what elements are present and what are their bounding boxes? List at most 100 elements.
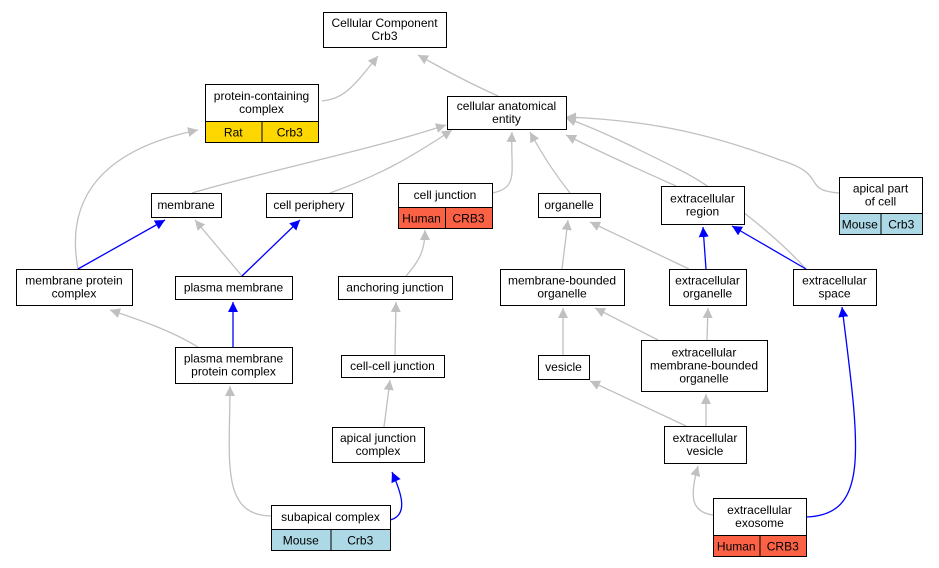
edge-membrane-protein-complex-to-protein-complex: [74, 127, 199, 270]
node-cell-periphery[interactable]: cell periphery: [266, 193, 353, 218]
node-label-line: membrane-bounded: [508, 274, 616, 288]
node-label-line: cell junction: [414, 188, 477, 202]
node-organelle[interactable]: organelle: [538, 193, 601, 218]
node-box: [175, 276, 293, 300]
node-label-line: apical part: [853, 182, 909, 196]
node-membrane[interactable]: membrane: [151, 193, 222, 218]
node-label-line: plasma membrane: [184, 352, 284, 366]
gene-label: CRB3: [767, 540, 799, 554]
node-label-line: complex: [52, 287, 97, 301]
nodes-layer: Cellular ComponentCrb3protein-containing…: [16, 12, 923, 557]
node-label-line: of cell: [865, 195, 896, 209]
node-label-line: space: [818, 287, 850, 301]
species-label: Human: [402, 212, 441, 226]
edge-extracellular-exosome-to-extracellular-vesicle: [690, 465, 714, 516]
gene-label: Crb3: [888, 218, 914, 232]
gene-label: Crb3: [347, 534, 373, 548]
node-label-line: apical junction: [340, 431, 416, 445]
node-label-line: extracellular: [675, 274, 740, 288]
node-box: [175, 347, 293, 384]
node-cell-cell-junction[interactable]: cell-cell junction: [341, 355, 445, 378]
node-box: [16, 269, 133, 306]
node-label-line: organelle: [679, 372, 729, 386]
node-plasma-membrane[interactable]: plasma membrane: [175, 276, 293, 300]
node-box: [266, 193, 353, 218]
gene-cell: [880, 213, 923, 235]
gene-cell: [261, 121, 319, 143]
edge-apical-part-to-cae: [565, 112, 840, 194]
edge-membrane-protein-complex-to-membrane: [77, 219, 166, 270]
node-label-line: vesicle: [687, 444, 724, 458]
species-label: Rat: [224, 126, 243, 140]
node-box: [641, 340, 768, 392]
edge-organelle-to-cae: [529, 131, 571, 194]
node-label-line: entity: [492, 112, 521, 126]
edge-membrane-to-cae: [191, 123, 447, 194]
node-box: [538, 193, 601, 218]
edge-extracellular-space-to-extracellular-region: [731, 225, 807, 270]
node-label-line: organelle: [537, 287, 587, 301]
species-label: Human: [717, 540, 756, 554]
node-label-line: organelle: [544, 198, 594, 212]
gene-label: Crb3: [277, 126, 303, 140]
node-label-line: membrane: [157, 198, 215, 212]
edge-extracellular-organelle-to-organelle: [589, 221, 690, 270]
edge-membrane-bounded-organelle-to-organelle: [561, 219, 572, 270]
edge-plasma-membrane-to-membrane: [194, 219, 243, 277]
node-label-line: complex: [356, 444, 401, 458]
node-label-line: cell periphery: [273, 198, 344, 212]
node-label-line: extracellular: [673, 431, 738, 445]
node-anchoring-junction[interactable]: anchoring junction: [338, 276, 453, 300]
node-label-line: cell-cell junction: [350, 359, 435, 373]
edge-extracellular-space-to-cae: [565, 116, 807, 270]
gene-cell: [330, 529, 391, 551]
edge-cell-junction-to-cae: [491, 131, 517, 194]
node-box: [341, 355, 445, 378]
node-box: [447, 96, 567, 130]
node-box: [332, 427, 425, 463]
edge-apical-junction-complex-to-cell-cell-junction: [383, 379, 394, 428]
node-box: [151, 193, 222, 218]
gene-label: CRB3: [452, 212, 484, 226]
node-label-line: membrane protein: [25, 274, 122, 288]
node-box: [793, 269, 877, 306]
edge-cae-to-root: [417, 54, 499, 97]
gene-cell: [759, 535, 807, 557]
node-box: [538, 355, 590, 380]
edge-pm-protein-complex-to-membrane-protein-complex: [109, 308, 199, 348]
edge-extracellular-region-to-cae: [565, 134, 677, 187]
node-label-line: extracellular: [802, 274, 867, 288]
node-label-line: protein-containing: [214, 89, 309, 103]
edge-plasma-membrane-to-cell-periphery: [241, 219, 301, 277]
edge-cell-cell-junction-to-anchoring-junction: [390, 301, 401, 356]
node-box: [664, 426, 747, 464]
node-box: [661, 186, 745, 225]
node-box: [500, 269, 625, 306]
node-label-line: organelle: [683, 287, 733, 301]
edge-extracellular-exosome-to-extracellular-space: [805, 306, 857, 518]
edge-anchoring-junction-to-cell-junction: [405, 229, 430, 277]
node-label-line: Crb3: [371, 29, 397, 43]
node-vesicle[interactable]: vesicle: [538, 355, 590, 380]
node-box: [338, 276, 453, 300]
node-label-line: complex: [239, 102, 284, 116]
edge-subapical-complex-to-pm-protein-complex: [224, 385, 272, 517]
node-box: [669, 269, 747, 306]
node-label-line: region: [686, 205, 719, 219]
